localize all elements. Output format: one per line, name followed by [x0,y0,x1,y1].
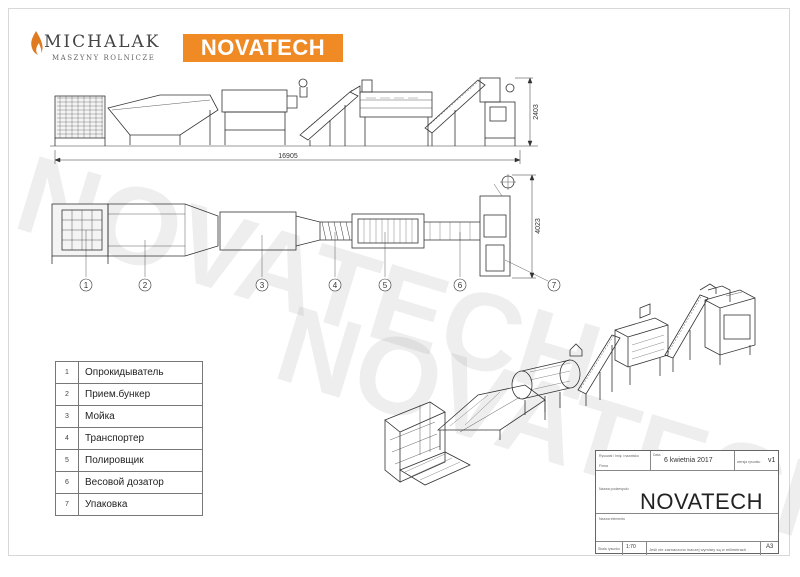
legend-number: 7 [55,493,79,516]
version-label: wersja rysunku [737,460,761,464]
dim-side-height-text: 2403 [533,104,540,120]
legend-label: Опрокидыватель [78,361,203,384]
isometric-view [384,283,756,486]
title-block: Rysował / Imię i nazwisko Firma Data 6 k… [595,450,779,555]
author-label: Rysował / Imię i nazwisko [599,454,639,458]
legend-label: Упаковка [78,493,203,516]
date-label: Data [653,453,661,457]
scale-label: Skala rysunku [598,547,620,551]
callout-3: 3 [260,281,265,290]
legend-label: Весовой дозатор [78,471,203,494]
legend-number: 1 [55,361,79,384]
drawing-date: 6 kwietnia 2017 [664,457,713,464]
legend-number: 5 [55,449,79,472]
dim-top-width-text: 4023 [535,218,542,234]
legend-label: Прием.бункер [78,383,203,406]
legend-number: 3 [55,405,79,428]
assembly-name-label: Nazwa podzespołu [599,487,629,491]
dim-overall-length [54,150,521,164]
flame-icon [31,31,43,55]
drawing-scale: 1:70 [626,544,636,550]
callout-5: 5 [383,281,388,290]
callout-2: 2 [143,281,148,290]
legend-label: Полировщик [78,449,203,472]
callout-4: 4 [333,281,338,290]
michalak-name: MICHALAK [44,32,161,52]
legend-number: 6 [55,471,79,494]
dim-side-height [515,77,538,147]
side-view [50,77,520,147]
legend-number: 2 [55,383,79,406]
callout-7: 7 [552,281,557,290]
company-label: Firma [599,464,608,468]
top-view [51,174,516,277]
michalak-logo: MICHALAK MASZYNY ROLNICZE [26,28,176,68]
callout-1: 1 [84,281,89,290]
callout-leaders [85,230,549,282]
sheet-format: A3 [766,544,774,550]
michalak-subtitle: MASZYNY ROLNICZE [52,54,156,62]
legend-label: Транспортер [78,427,203,450]
novatech-logo-text: NOVATECH [200,35,326,60]
callout-6: 6 [458,281,463,290]
drawing-title: NOVATECH [640,489,763,514]
dim-overall-length-text: 16905 [278,153,298,160]
title-block-header-row [596,451,778,471]
legend-label: Мойка [78,405,203,428]
legend-number: 4 [55,427,79,450]
units-note: Jeśli nie zaznaczono inaczej wymiary są … [649,547,747,552]
callouts: 1 2 3 4 5 6 7 [79,278,561,292]
dim-top-width [512,174,536,279]
sheet-frame [8,8,790,556]
novatech-logo: NOVATECH [183,34,343,62]
drawing-version: v1 [768,457,776,464]
part-name-label: Nazwa elementu [599,517,626,521]
